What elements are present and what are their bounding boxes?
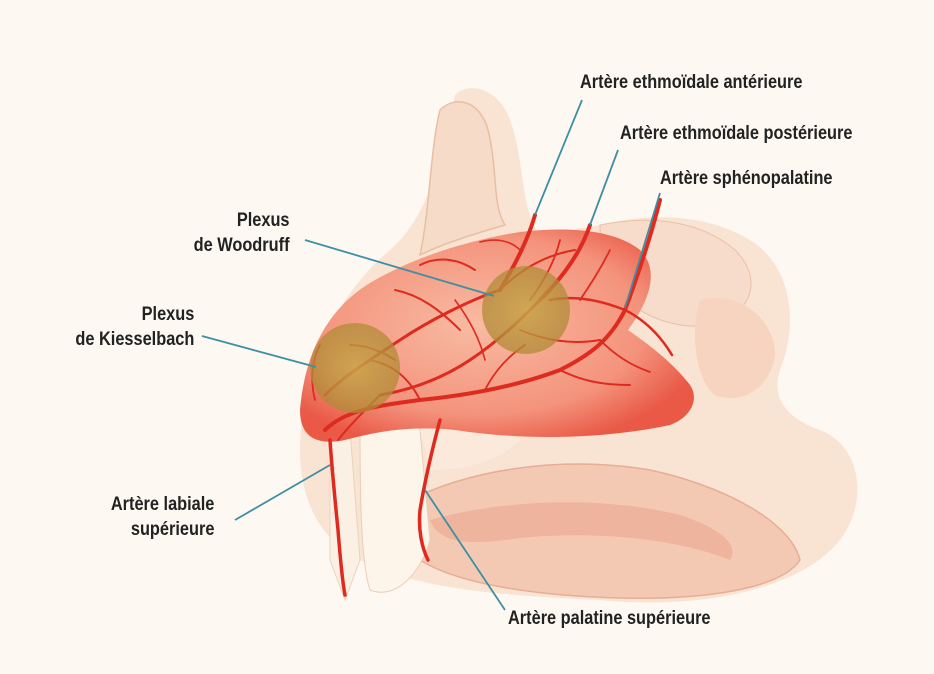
- label-sphenopalatine-artery: Artère sphénopalatine: [660, 166, 833, 191]
- label-kiesselbach-plexus: Plexus de Kiesselbach: [75, 302, 194, 352]
- label-superior-palatine-artery: Artère palatine supérieure: [508, 606, 711, 631]
- woodruff-plexus-zone: [482, 266, 570, 354]
- label-woodruff-plexus: Plexus de Woodruff: [194, 208, 290, 258]
- label-ethmoid-anterior-artery: Artère ethmoïdale antérieure: [580, 70, 802, 95]
- kiesselbach-plexus-zone: [310, 323, 400, 413]
- label-ethmoid-posterior-artery: Artère ethmoïdale postérieure: [620, 121, 852, 146]
- label-superior-labial-artery: Artère labiale supérieure: [110, 492, 214, 542]
